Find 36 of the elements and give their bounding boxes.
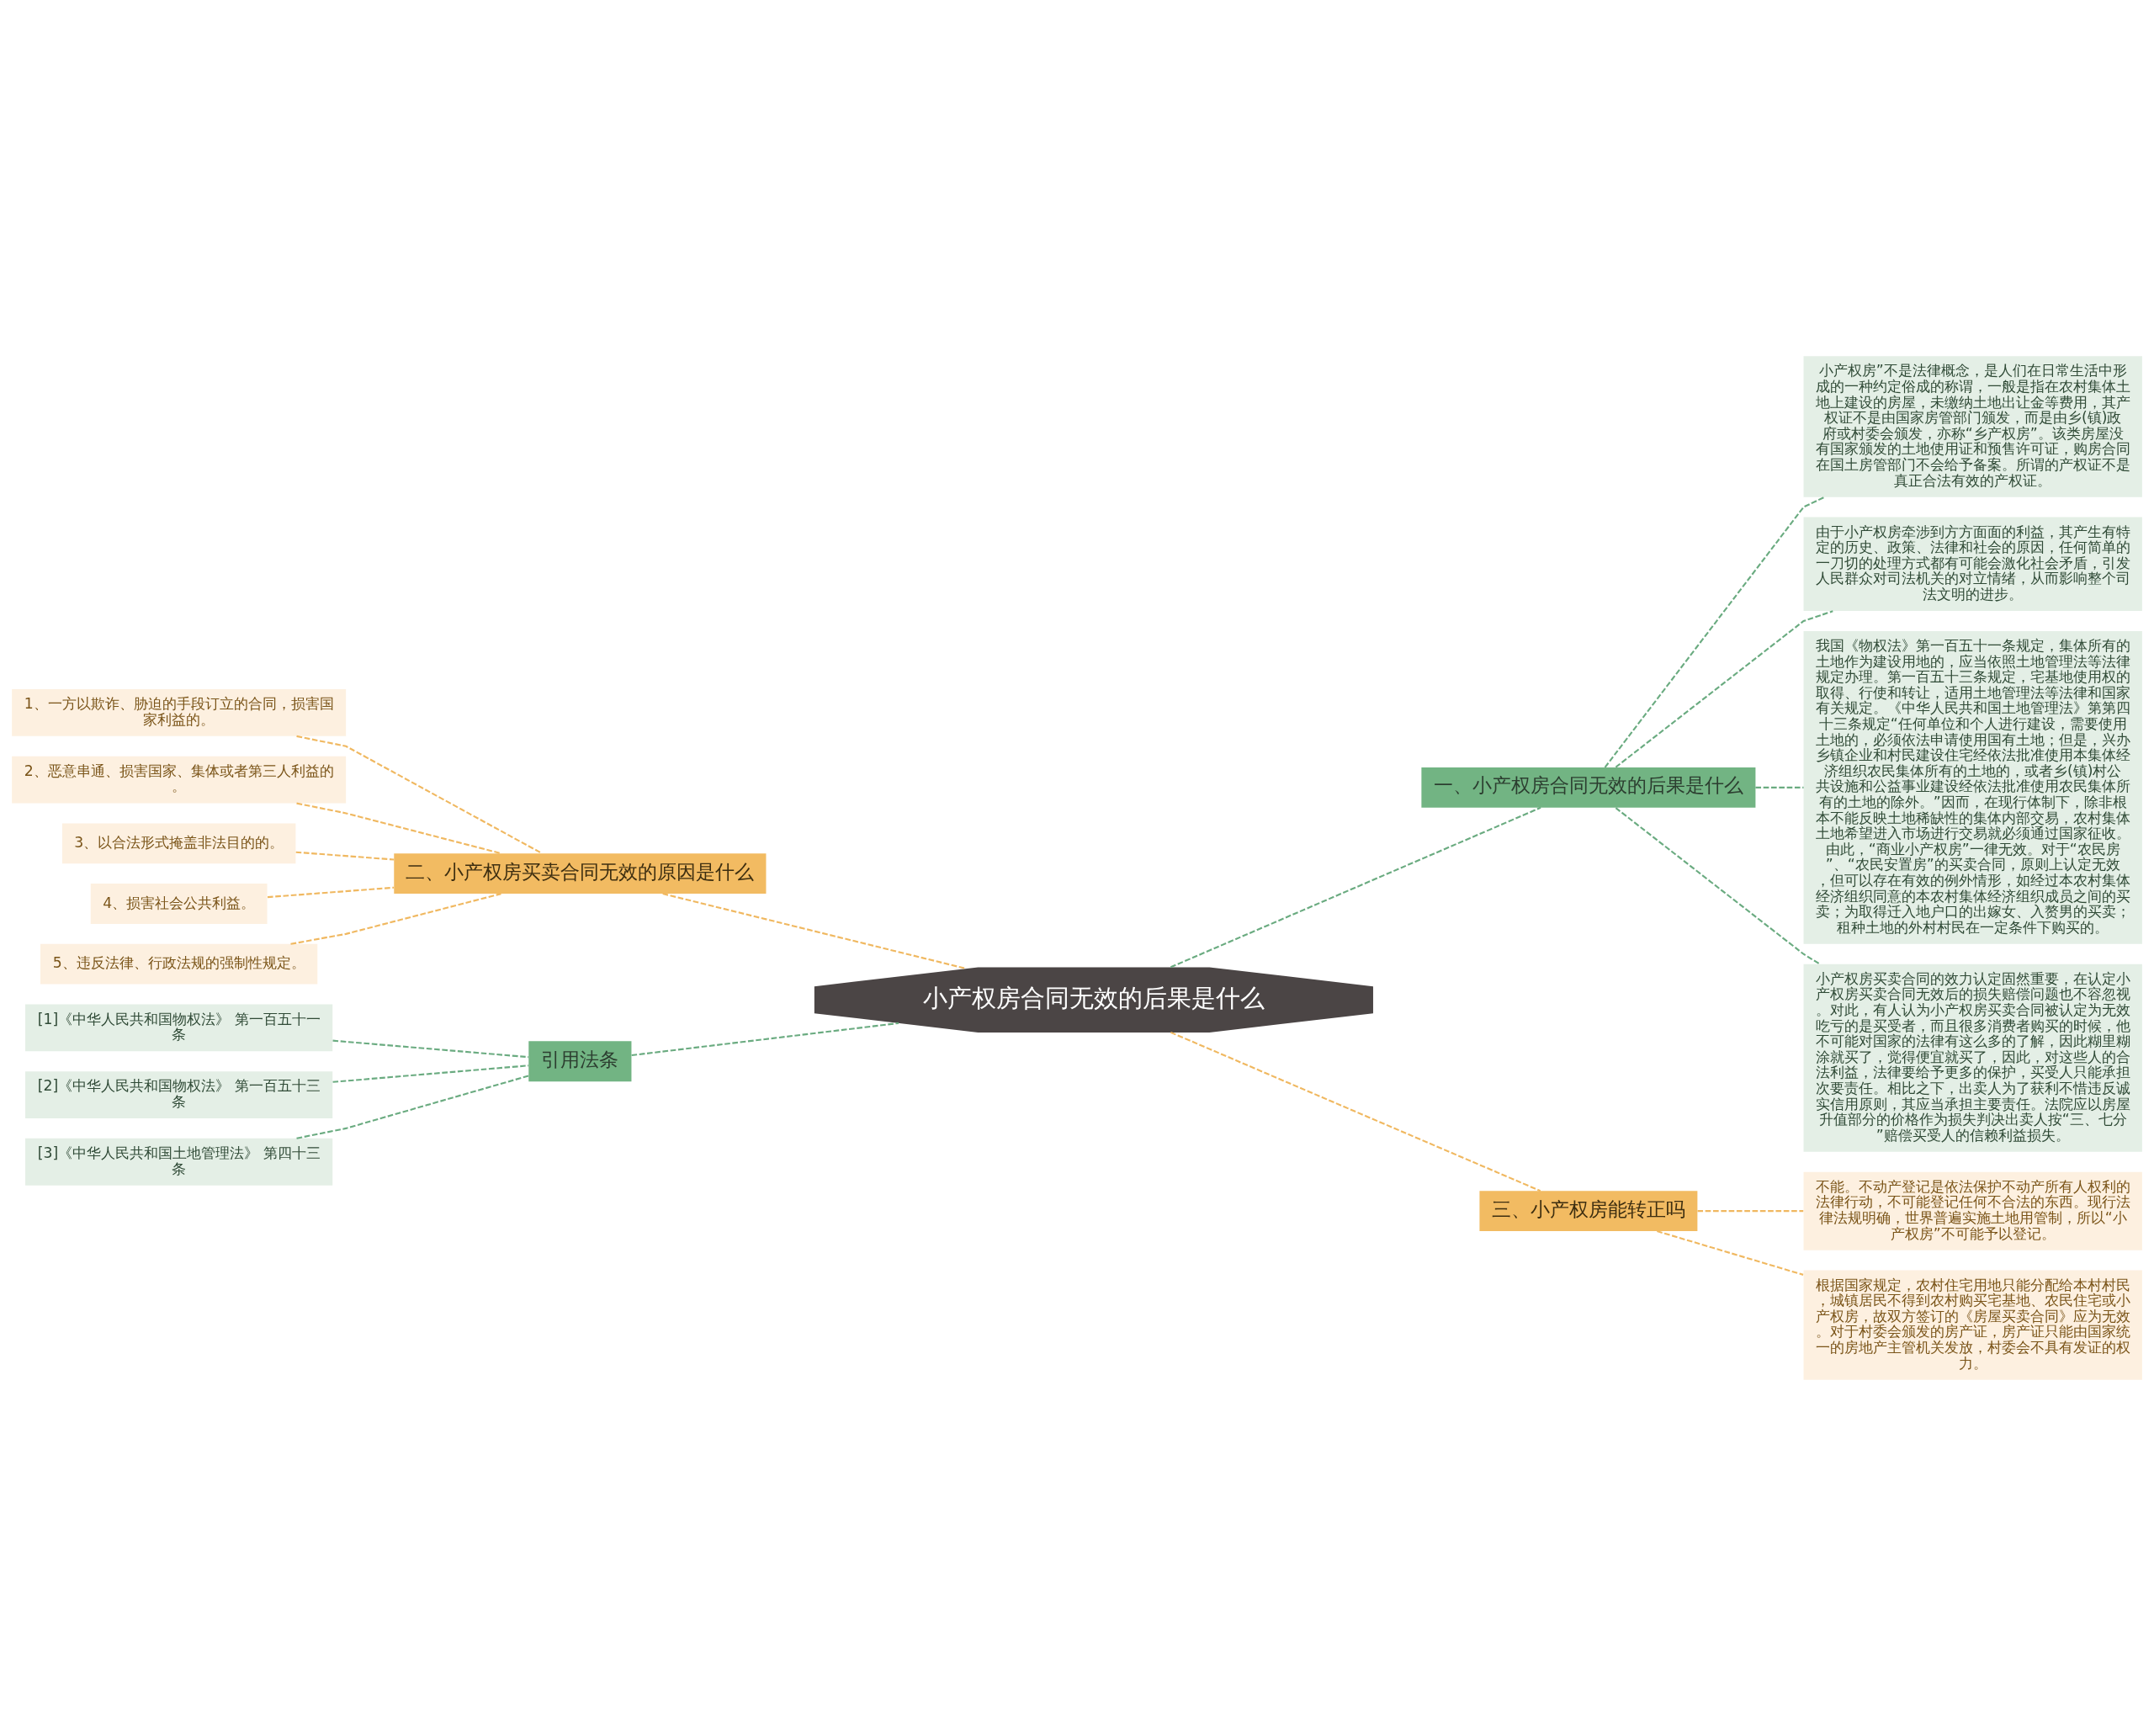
node-box: [1]《中华人民共和国物权法》 第一百五十一条: [25, 1004, 333, 1052]
node-box: 4、损害社会公共利益。: [90, 884, 268, 924]
node-box: 二、小产权房买卖合同无效的原因是什么: [394, 853, 767, 895]
connector: [332, 1039, 529, 1059]
node-box: 不能。不动产登记是依法保护不动产所有人权利的法律行动，不可能登记任何不合法的东西。现行法律法规明确，世界普遍实施土地用管制，所以“小产权房”不可能予以登记。: [1803, 1171, 2142, 1250]
node-box: 三、小产权房能转正吗: [1479, 1191, 1698, 1232]
node-box: 2、恶意串通、损害国家、集体或者第三人利益的。: [12, 756, 347, 804]
connector: [332, 1064, 529, 1083]
node-box: 根据国家规定，农村住宅用地只能分配给本村村民，城镇居民不得到农村购买宅基地、农民住宅或小产权房，故双方签订的《房屋买卖合同》应为无效。对于村委会颁发的房产证，房产证只能由国家统一的房地产主管机关发放，村委会不具有发证的权力。: [1803, 1270, 2142, 1380]
connector: [295, 851, 395, 861]
connector: [296, 1075, 529, 1139]
connector: [296, 735, 543, 855]
connector: [1697, 1210, 1804, 1213]
node-box: 5、违反法律、行政法规的强制性规定。: [40, 943, 318, 985]
node-box: 一、小产权房合同无效的后果是什么: [1421, 767, 1756, 808]
connector: [1615, 610, 1833, 768]
connector: [1170, 1031, 1541, 1192]
node-box: 小产权房”不是法律概念，是人们在日常生活中形成的一种约定俗成的称谓，一般是指在农村集体土地上建设的房屋，未缴纳土地出让金等费用，其产权证不是由国家房管部门颁发，而是由乡(镇)政府或村委会颁发，亦称“乡产权房”。该类房屋没有国家颁发的土地使用证和预售许可证，购房合同在国土房管部门不会给予备案。所谓的产权证不是真正合法有效的产权证。: [1803, 356, 2142, 497]
node-box: 我国《物权法》第一百五十一条规定，集体所有的土地作为建设用地的，应当依照土地管理法等法律规定办理。第一百五十三条规定，宅基地使用权的取得、行使和转让，适用土地管理法等法律和国家有关规定。《中华人民共和国土地管理法》第第四十三条规定“任何单位和个人进行建设，需要使用土地的，必须依法申请使用国有土地；但是，兴办乡镇企业和村民建设住宅经依法批准使用本集体经济组织农民集体所有的土地的，或者乡(镇)村公共设施和公益事业建设经依法批准使用农民集体所有的土地的除外。”因而，在现行体制下，除非根本不能反映土地稀缺性的集体内部交易，农村集体土地希望进入市场进行交易就必须通过国家征收。由此，“商业小产权房”一律无效。对于“农民房”、“农民安置房”的买卖合同，原则上认定无效，但可以存在有效的例外情形，如经过本农村集体经济组织同意的本农村集体经济组织成员之间的买卖；为取得迁入地户口的出嫁女、入赘男的买卖；租种土地的外村村民在一定条件下购买的。: [1803, 631, 2142, 944]
connector: [1657, 1230, 1804, 1276]
connector: [267, 886, 395, 899]
connector: [296, 802, 501, 855]
node-box: [3]《中华人民共和国土地管理法》 第四十三条: [25, 1138, 333, 1186]
node-box: 由于小产权房牵涉到方方面面的利益，其产生有特定的历史、政策、法律和社会的原因，任何简单的一刀切的处理方式都有可能会激化社会矛盾，引发人民群众对司法机关的对立情绪，从而影响整个司法文明的进步。: [1803, 517, 2142, 612]
connector: [662, 893, 967, 970]
connector: [290, 893, 501, 945]
node-box: 引用法条: [528, 1041, 632, 1082]
connector: [1755, 786, 1804, 788]
node-box: 3、以合法形式掩盖非法目的的。: [61, 823, 296, 864]
connector: [1604, 496, 1825, 768]
connector: [1615, 807, 1821, 965]
node-box: 小产权房买卖合同的效力认定固然重要，在认定小产权房买卖合同无效后的损失赔偿问题也不容忽视。对此，有人认为小产权房买卖合同被认定为无效吃亏的是买受者，而且很多消费者购买的时候，他不可能对国家的法律有这么多的了解，因此糊里糊涂就买了，觉得便宜就买了，因此，对这些人的合法利益，法律要给予更多的保护，买受人只能承担次要责任。相比之下，出卖人为了获利不惜违反诚实信用原则，其应当承担主要责任。法院应以房屋升值部分的价格作为损失判决出卖人按“三、七分”赔偿买受人的信赖利益损失。: [1803, 964, 2142, 1152]
node-box: 1、一方以欺诈、胁迫的手段订立的合同，损害国家利益的。: [12, 689, 347, 736]
connector: [1170, 806, 1541, 969]
connector: [631, 1022, 899, 1057]
node-box: [2]《中华人民共和国物权法》 第一百五十三条: [25, 1071, 333, 1118]
